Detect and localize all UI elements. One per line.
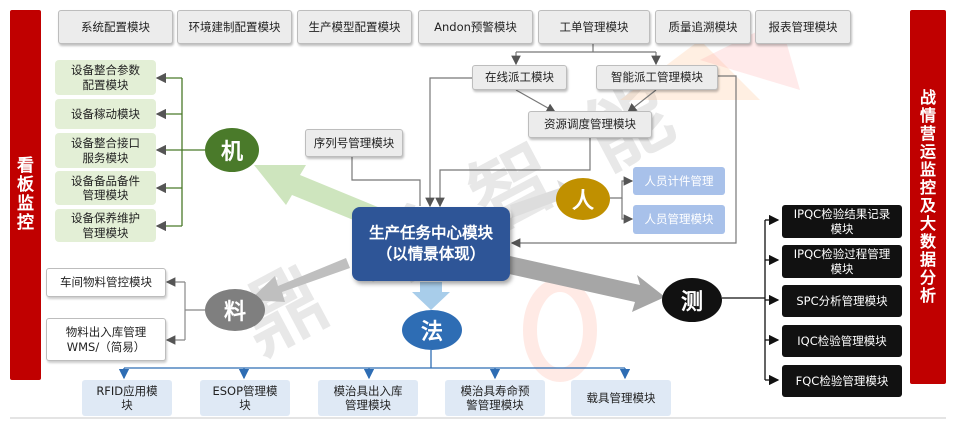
fa-method-circle: 法 xyxy=(402,310,462,350)
fa-item-fixture-inout[interactable]: 模治具出入库 管理模块 xyxy=(318,380,418,416)
liao-material-circle: 料 xyxy=(205,289,265,331)
top-module-work-order[interactable]: 工单管理模块 xyxy=(538,10,650,44)
liao-item-workshop-material[interactable]: 车间物料管控模块 xyxy=(46,268,166,297)
top-module-andon[interactable]: Andon预警模块 xyxy=(418,10,533,44)
top-module-environment-config[interactable]: 环境建制配置模块 xyxy=(177,10,292,44)
top-module-quality-trace[interactable]: 质量追溯模块 xyxy=(655,10,751,44)
top-module-reports[interactable]: 报表管理模块 xyxy=(755,10,851,44)
top-module-production-model[interactable]: 生产模型配置模块 xyxy=(297,10,412,44)
fa-item-esop[interactable]: ESOP管理模 块 xyxy=(200,380,290,416)
production-task-center[interactable]: 生产任务中心模块 （以情景体现） xyxy=(352,207,510,281)
ce-item-iqc[interactable]: IQC检验管理模块 xyxy=(782,325,902,357)
online-dispatch-module[interactable]: 在线派工模块 xyxy=(472,65,567,90)
ce-item-ipqc-process[interactable]: IPQC检验过程管理 模块 xyxy=(782,245,902,278)
liao-item-wms[interactable]: 物料出入库管理 WMS/（简易） xyxy=(46,318,166,361)
fa-item-carrier[interactable]: 载具管理模块 xyxy=(571,380,671,416)
top-module-system-config[interactable]: 系统配置模块 xyxy=(58,10,173,44)
serial-number-module[interactable]: 序列号管理模块 xyxy=(305,129,403,157)
ren-people-circle: 人 xyxy=(556,178,610,220)
ce-item-ipqc-result[interactable]: IPQC检验结果记录 模块 xyxy=(782,205,902,238)
ce-measure-circle: 测 xyxy=(662,278,722,322)
fa-item-fixture-life[interactable]: 模治具寿命预 警管理模块 xyxy=(445,380,545,416)
ji-item-maintenance[interactable]: 设备保养维护 管理模块 xyxy=(55,209,156,242)
ji-item-param-config[interactable]: 设备整合参数 配置模块 xyxy=(55,60,156,95)
ji-item-spare-parts[interactable]: 设备备品备件 管理模块 xyxy=(55,171,156,205)
smart-dispatch-module[interactable]: 智能派工管理模块 xyxy=(596,65,718,90)
right-analytics-bar: 战 情 营 运 监 控 及 大 数 据 分 析 xyxy=(910,10,946,384)
resource-scheduling-module[interactable]: 资源调度管理模块 xyxy=(528,111,652,138)
left-dashboard-bar: 看 板 监 控 xyxy=(10,10,41,380)
ce-item-fqc[interactable]: FQC检验管理模块 xyxy=(782,365,902,397)
ren-item-personnel[interactable]: 人员管理模块 xyxy=(633,205,725,234)
ji-machine-circle: 机 xyxy=(205,128,259,172)
ji-item-interface-service[interactable]: 设备整合接口 服务模块 xyxy=(55,133,156,168)
fa-item-rfid[interactable]: RFID应用模 块 xyxy=(82,380,172,416)
ji-item-utilization[interactable]: 设备稼动模块 xyxy=(55,99,156,129)
ce-item-spc[interactable]: SPC分析管理模块 xyxy=(782,285,902,317)
ren-item-piecework[interactable]: 人员计件管理 xyxy=(633,167,725,195)
